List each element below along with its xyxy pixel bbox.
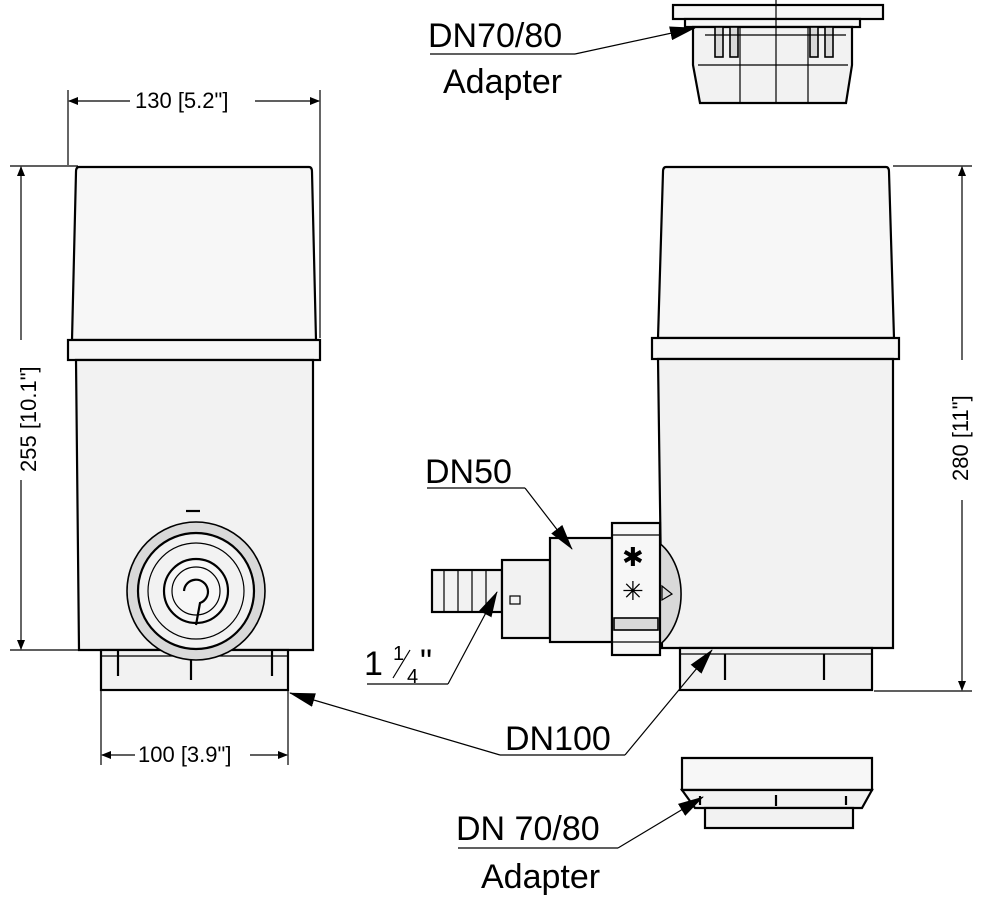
dim-width-bottom [100,690,289,765]
right-unit [649,165,901,692]
bottom-adapter-label-line1: DN 70/80 [456,810,600,848]
hose-frac-num: 1 [393,643,404,665]
outlet-label: DN100 [505,720,611,758]
frost-icon-1: ✱ [622,542,644,572]
dim-width-top-label: 130 [5.2"] [135,88,228,113]
inlet-assembly: ✱ ✳ [430,521,674,657]
inlet-label: DN50 [425,453,512,491]
frost-icon-2: ✳ [622,576,644,606]
dim-width-bottom-label: 100 [3.9"] [138,742,231,767]
dim-height-right [874,165,972,692]
top-adapter-label-line2: Adapter [443,63,562,101]
hose-inch: " [420,643,432,681]
left-unit [66,165,322,692]
bottom-adapter-label-line2: Adapter [481,858,600,896]
dim-width-top [67,90,321,338]
hose-frac-den: 4 [407,666,418,688]
dim-height-left [10,165,78,651]
dim-height-right-label: 280 [11"] [948,395,973,481]
dim-height-left-label: 255 [10.1"] [16,366,41,472]
hose-label: 1 [364,645,383,683]
bottom-adapter [679,756,874,830]
top-adapter [671,0,885,105]
top-adapter-label-line1: DN70/80 [428,17,562,55]
